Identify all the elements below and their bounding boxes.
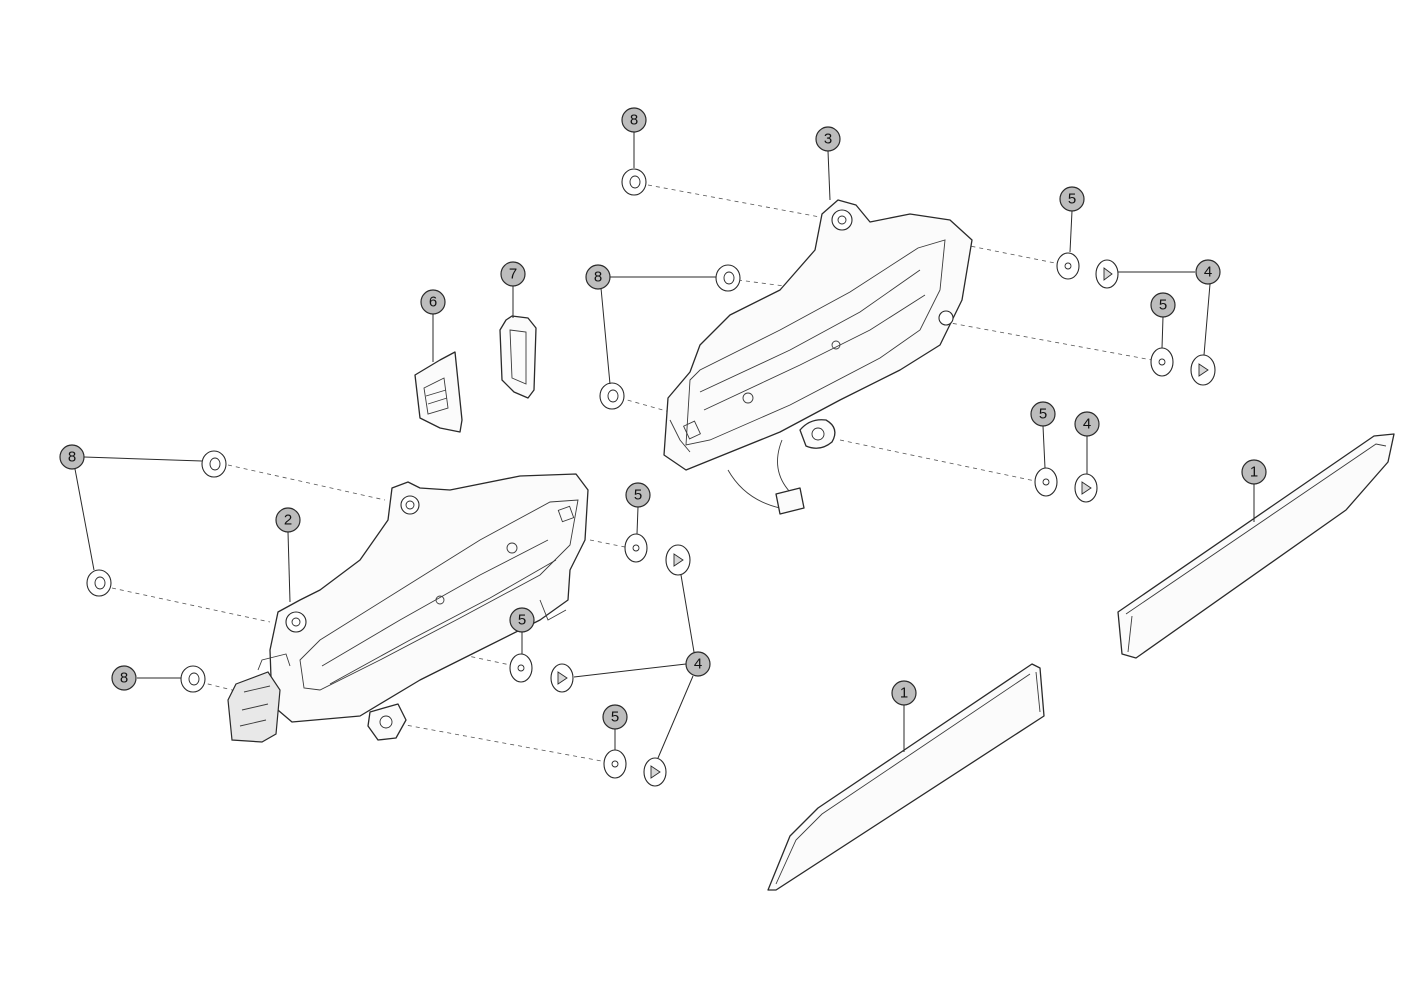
callout-4b: 4 <box>1074 411 1100 437</box>
callout-8b: 8 <box>585 264 611 290</box>
spacer-8a <box>621 168 647 196</box>
cover-part <box>499 315 537 399</box>
callout-6: 6 <box>420 289 446 315</box>
leader-lines <box>74 131 1255 759</box>
callout-4a: 4 <box>1195 259 1221 285</box>
washer-5a <box>1056 252 1080 280</box>
callout-8d: 8 <box>111 665 137 691</box>
lens-strip-lower <box>767 663 1045 891</box>
svg-text:3: 3 <box>824 131 832 148</box>
spacers-group <box>86 168 741 693</box>
nut-4b <box>1190 354 1216 386</box>
callout-5d: 5 <box>625 482 651 508</box>
callout-2: 2 <box>275 507 301 533</box>
spacer-8f <box>180 665 206 693</box>
washer-5f <box>603 749 627 779</box>
spacer-8b <box>715 264 741 292</box>
callout-5b: 5 <box>1150 292 1176 318</box>
svg-text:8: 8 <box>120 670 128 687</box>
nut-4d <box>665 544 691 576</box>
svg-text:1: 1 <box>1250 464 1258 481</box>
callout-5c: 5 <box>1030 401 1056 427</box>
nut-4e <box>550 663 574 693</box>
washer-5b <box>1150 347 1174 377</box>
callout-7: 7 <box>500 261 526 287</box>
svg-text:5: 5 <box>1159 297 1167 314</box>
washer-5c <box>1034 467 1058 497</box>
clip-part <box>414 351 463 433</box>
svg-text:5: 5 <box>634 487 642 504</box>
lamp-housing-upper <box>663 199 973 515</box>
callout-5a: 5 <box>1059 186 1085 212</box>
callout-3: 3 <box>815 126 841 152</box>
svg-text:4: 4 <box>1083 416 1091 433</box>
nuts-group <box>550 259 1216 787</box>
svg-text:6: 6 <box>429 294 437 311</box>
callout-5f: 5 <box>602 704 628 730</box>
svg-text:5: 5 <box>611 709 619 726</box>
callout-1b: 1 <box>891 680 917 706</box>
nut-4a <box>1095 259 1119 289</box>
lamp-housing-lower <box>227 473 589 743</box>
washer-5e <box>509 653 533 683</box>
svg-text:5: 5 <box>1039 406 1047 423</box>
washers-group <box>509 252 1174 779</box>
svg-text:7: 7 <box>509 266 517 283</box>
callout-1a: 1 <box>1241 459 1267 485</box>
callout-8a: 8 <box>621 107 647 133</box>
spacer-8c <box>599 382 625 410</box>
assembly-dashed-lines <box>111 184 1153 763</box>
svg-text:8: 8 <box>594 269 602 286</box>
svg-text:4: 4 <box>694 656 702 673</box>
callout-4c: 4 <box>685 651 711 677</box>
lens-strip-upper <box>1117 433 1395 659</box>
callout-5e: 5 <box>509 607 535 633</box>
svg-text:5: 5 <box>518 612 526 629</box>
svg-text:8: 8 <box>68 449 76 466</box>
nut-4c <box>1074 473 1098 503</box>
callout-8c: 8 <box>59 444 85 470</box>
nut-4f <box>643 757 667 787</box>
spacer-8e <box>86 569 112 597</box>
svg-text:2: 2 <box>284 512 292 529</box>
washer-5d <box>624 533 648 563</box>
spacer-8d <box>201 450 227 478</box>
svg-text:4: 4 <box>1204 264 1212 281</box>
svg-text:5: 5 <box>1068 191 1076 208</box>
svg-text:1: 1 <box>900 685 908 702</box>
svg-text:8: 8 <box>630 112 638 129</box>
